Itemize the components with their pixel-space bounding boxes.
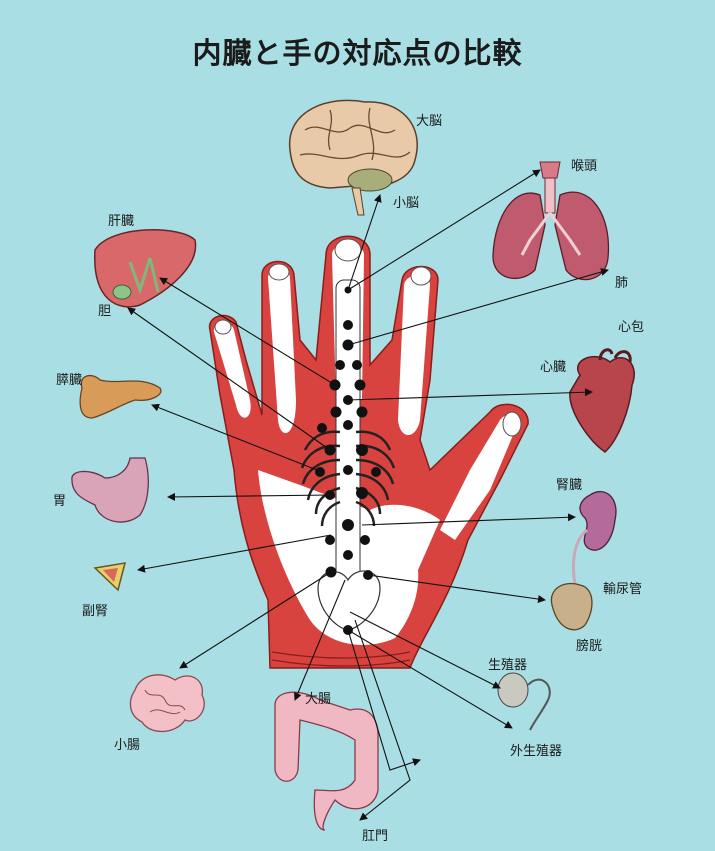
nail-middle [334, 238, 362, 262]
genitals-illustration [497, 672, 551, 731]
bladder-illustration [550, 582, 593, 631]
label-heart: 心臓 [540, 360, 567, 375]
label-ureter: 輸尿管 [603, 582, 643, 597]
nail-thumb [502, 411, 522, 437]
nail-index [410, 266, 432, 286]
wrist-crease [271, 651, 411, 659]
label-small-intestine: 小腸 [114, 738, 141, 753]
stomach-illustration [71, 457, 149, 523]
index-highlight [398, 275, 430, 435]
hand [208, 235, 529, 669]
label-pancreas: 膵臓 [56, 373, 83, 388]
correspondence-arrows [127, 169, 609, 821]
label-cerebellum: 小脳 [393, 196, 420, 211]
label-adrenal: 副腎 [82, 604, 109, 619]
label-large-intestine: 大腸 [305, 692, 332, 707]
liver-illustration [94, 229, 197, 308]
heart-illustration [569, 348, 635, 453]
label-brain: 大脳 [416, 114, 443, 129]
label-stomach: 胃 [53, 494, 67, 509]
label-larynx: 喉頭 [571, 159, 598, 174]
label-external-genitals: 外生殖器 [510, 744, 563, 759]
label-pericardium: 心包 [618, 320, 645, 335]
nail-ring [268, 263, 290, 281]
pelvis [317, 570, 381, 631]
adrenal-illustration [93, 562, 127, 592]
label-anus: 肛門 [362, 829, 389, 844]
large-intestine-illustration [274, 691, 379, 831]
small-intestine-illustration [129, 674, 205, 733]
label-lung: 肺 [615, 276, 629, 291]
wrist-crease-2 [271, 659, 411, 667]
label-gallbladder: 胆 [98, 304, 112, 319]
label-kidney: 腎臓 [556, 478, 583, 493]
lungs-illustration [492, 161, 610, 281]
pancreas-illustration [79, 374, 162, 419]
nail-little [214, 319, 232, 335]
label-liver: 肝臓 [108, 214, 135, 229]
page-title: 内臓と手の対応点の比較 [192, 36, 523, 70]
ribcage [300, 430, 396, 527]
thumb-highlight [440, 414, 517, 540]
label-bladder: 膀胱 [576, 639, 603, 654]
brain-illustration [289, 99, 418, 216]
kidney-illustration [572, 490, 617, 591]
label-genitals: 生殖器 [488, 658, 528, 673]
little-highlight [213, 323, 251, 418]
ring-highlight [268, 269, 296, 434]
